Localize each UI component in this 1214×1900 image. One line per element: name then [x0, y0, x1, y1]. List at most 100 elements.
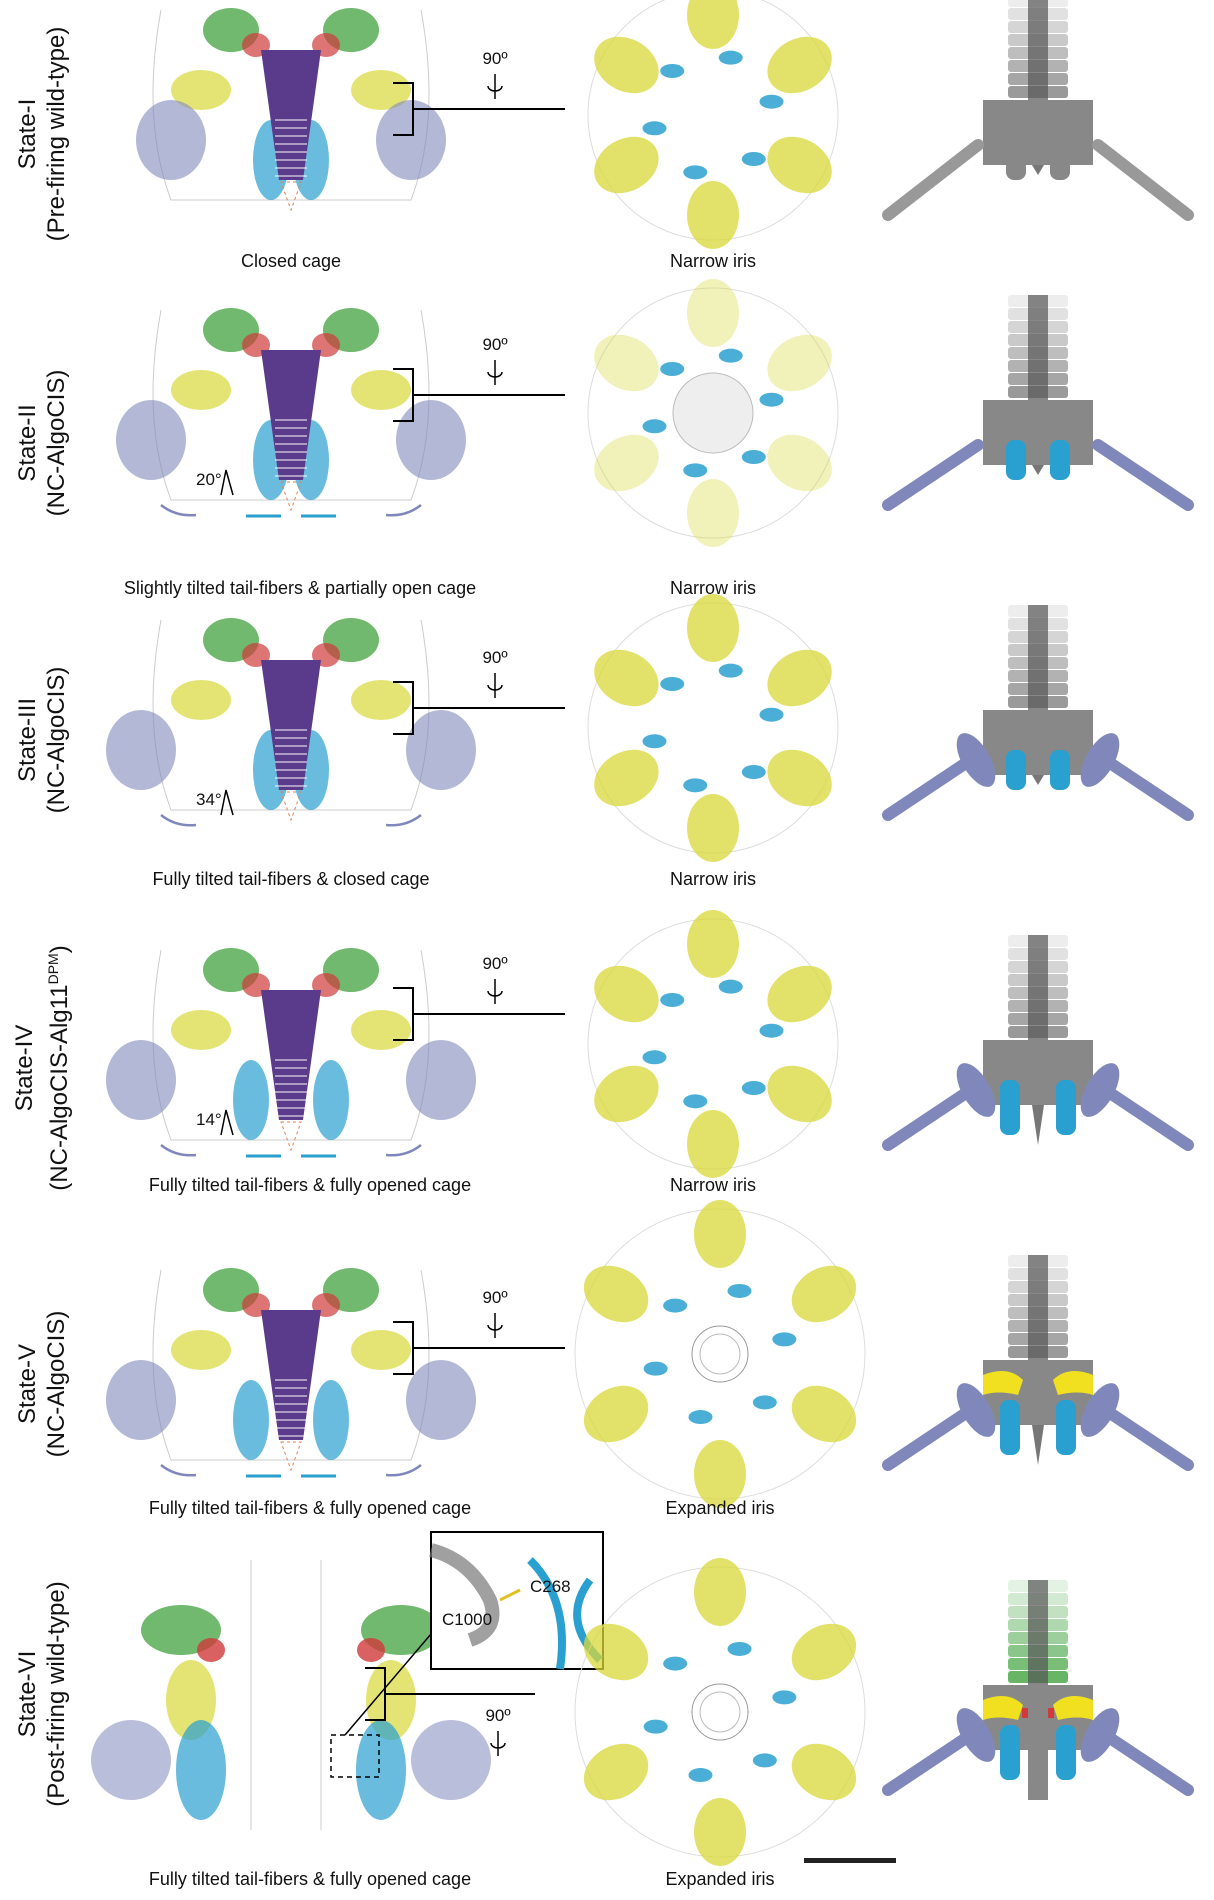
tail-fiber-left: [882, 139, 984, 221]
state-condition: (Pre-firing wild-type): [43, 26, 70, 242]
spike-tip-dashed: [280, 1441, 302, 1472]
top-yellow-subunit: [687, 181, 739, 249]
top-cyan-subunit: [688, 1768, 713, 1783]
side-view-structure: [136, 8, 446, 212]
top-cyan-subunit: [642, 1050, 667, 1065]
top-cyan-subunit: [642, 121, 667, 136]
top-cyan-subunit: [660, 992, 685, 1007]
top-yellow-subunit: [594, 334, 659, 392]
tilt-angle-label: 20°: [196, 470, 222, 489]
spike-purple: [261, 990, 321, 1120]
cage-protein-left: [1000, 1080, 1020, 1135]
spike-purple: [261, 660, 321, 790]
spike-tip: [1032, 775, 1044, 785]
cage-protein-left: [1006, 440, 1026, 480]
state-name: State-V: [14, 1343, 41, 1425]
top-cyan-subunit: [660, 361, 685, 376]
tail-fiber: [406, 1360, 476, 1440]
top-cyan-subunit: [683, 463, 708, 478]
top-yellow-subunit: [694, 1440, 746, 1508]
schematic-cartoon: [882, 935, 1194, 1151]
center-density: [672, 372, 754, 454]
tilt-arrow: [385, 814, 422, 827]
rotation-bracket: [393, 987, 565, 1041]
state-condition: (Post-firing wild-type): [43, 1581, 70, 1807]
tube: [1028, 295, 1048, 425]
top-cyan-subunit: [643, 1719, 668, 1734]
tube: [1028, 0, 1048, 125]
schematic-cartoon: [882, 0, 1194, 221]
tilt-angle-label: 34°: [196, 790, 222, 809]
top-yellow-subunit: [767, 434, 832, 492]
top-yellow-subunit: [687, 794, 739, 862]
side-view-structure: [106, 948, 476, 1158]
tilt-arrow: [385, 1144, 422, 1157]
tube: [1028, 935, 1048, 1065]
top-yellow-subunit: [594, 649, 659, 707]
top-yellow-subunit: [694, 1200, 746, 1268]
top-yellow-subunit: [694, 1558, 746, 1626]
top-yellow-subunit: [694, 1798, 746, 1866]
cage-yellow: [983, 1696, 1093, 1720]
tail-fiber: [411, 1720, 491, 1800]
tail-fiber: [106, 1040, 176, 1120]
spike-tip: [1032, 465, 1044, 475]
cage-protein-right: [1056, 1725, 1076, 1780]
state-label: State-II(NC-AlgoCIS): [13, 370, 71, 517]
top-yellow-subunit: [583, 1265, 649, 1323]
rotation-bracket: [393, 368, 565, 422]
spike-purple: [261, 1310, 321, 1440]
top-yellow-subunit: [767, 136, 832, 194]
disulfide-red: [1022, 1708, 1028, 1718]
top-yellow-subunit: [583, 1623, 649, 1681]
rotation-icon: [487, 673, 503, 698]
cage-protein-right: [1056, 1400, 1076, 1455]
tail-fiber-head: [956, 1708, 996, 1762]
state-condition: (NC-AlgoCIS-Alg11DPM): [45, 945, 73, 1191]
tube-ring: [699, 1333, 741, 1375]
baseplate-red: [197, 1638, 225, 1662]
top-yellow-subunit: [767, 649, 832, 707]
baseplate-body: [983, 710, 1093, 775]
rotation-angle-label: 90º: [482, 648, 508, 667]
rotation-icon: [487, 74, 503, 99]
side-view-caption: Fully tilted tail-fibers & closed cage: [152, 869, 430, 889]
top-yellow-subunit: [687, 279, 739, 347]
top-yellow-subunit: [687, 479, 739, 547]
cage-cyan: [233, 1380, 269, 1460]
cage-yellow: [171, 70, 231, 110]
top-cyan-subunit: [741, 1081, 766, 1096]
tilt-arrow: [160, 1464, 197, 1477]
cage-yellow: [171, 370, 231, 410]
top-yellow-subunit: [791, 1623, 857, 1681]
cage-protein-right: [1050, 440, 1070, 480]
baseplate-red: [357, 1638, 385, 1662]
schematic-cartoon: [882, 1255, 1194, 1471]
rotation-angle-label: 90º: [482, 335, 508, 354]
cage-protein-left: [1000, 1725, 1020, 1780]
rotation-angle-label: 90º: [482, 954, 508, 973]
baseplate-body: [983, 100, 1093, 165]
cage-cyan: [233, 1060, 269, 1140]
tail-fiber: [116, 400, 186, 480]
top-cyan-subunit: [660, 63, 685, 78]
top-cyan-subunit: [663, 1298, 688, 1313]
top-cyan-subunit: [759, 94, 784, 109]
top-cyan-subunit: [688, 1410, 713, 1425]
tube-ring: [699, 1691, 741, 1733]
side-view-caption: Slightly tilted tail-fibers & partially …: [123, 578, 477, 598]
top-yellow-subunit: [791, 1743, 857, 1801]
cage-yellow: [351, 370, 411, 410]
rotation-icon: [487, 360, 503, 385]
top-cyan-subunit: [718, 50, 743, 65]
top-view-structure: [574, 1200, 866, 1508]
rotation-angle-label: 90º: [482, 49, 508, 68]
top-cyan-subunit: [642, 734, 667, 749]
top-cyan-subunit: [642, 419, 667, 434]
tail-fiber-left: [882, 439, 984, 511]
top-yellow-subunit: [594, 36, 659, 94]
cage-cyan: [313, 1060, 349, 1140]
side-view-caption: Closed cage: [240, 251, 342, 271]
tail-fiber: [106, 1360, 176, 1440]
